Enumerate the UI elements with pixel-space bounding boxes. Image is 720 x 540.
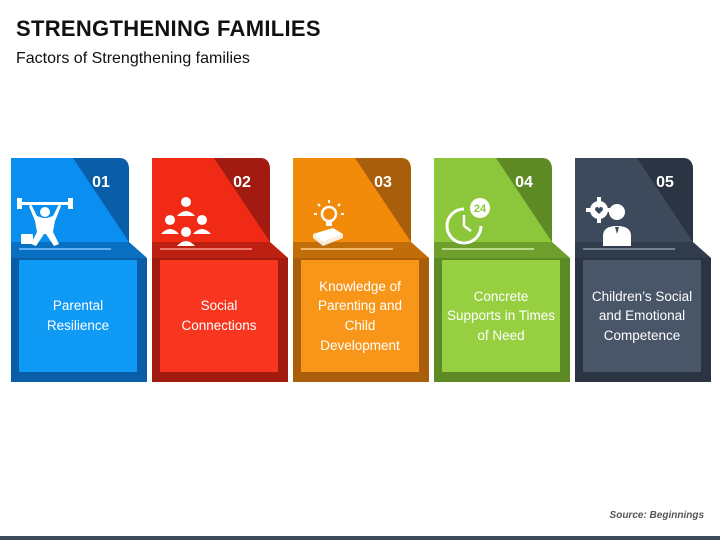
- gear-person-icon: [586, 197, 631, 246]
- bottom-bar: [0, 536, 720, 540]
- card-number: 01: [92, 174, 110, 191]
- card-label-box: Knowledge of Parenting and Child Develop…: [301, 260, 419, 372]
- card-label-box: Children’s Social and Emotional Competen…: [583, 260, 701, 372]
- factor-card-5: 05 Children’s Social and Emotional Compe…: [575, 158, 711, 382]
- card-number: 02: [233, 174, 251, 191]
- source-note: Source: Beginnings: [609, 510, 704, 521]
- weightlifter-icon: [17, 198, 73, 246]
- card-number: 05: [656, 174, 674, 191]
- card-label: Parental Resilience: [46, 298, 110, 333]
- factor-card-1: 01 Parental Resilience: [11, 158, 147, 382]
- factor-card-4: 04 24 Concrete Supports in Times of Need: [434, 158, 570, 382]
- factor-card-2: 02 Social Connections: [152, 158, 288, 382]
- card-number: 03: [374, 174, 392, 191]
- page-title: STRENGTHENING FAMILIES: [16, 16, 321, 41]
- card-label-box: Concrete Supports in Times of Need: [442, 260, 560, 372]
- svg-text:24: 24: [474, 203, 487, 215]
- page-subtitle: Factors of Strengthening families: [16, 50, 250, 67]
- card-label: Knowledge of Parenting and Child Develop…: [317, 278, 403, 353]
- people-network-icon: [161, 197, 211, 246]
- factor-card-3: 03 Knowledge of Parenting and Child Deve…: [293, 158, 429, 382]
- clock-24-icon: 24: [445, 198, 490, 245]
- card-label-box: Social Connections: [160, 260, 278, 372]
- card-label-box: Parental Resilience: [19, 260, 137, 372]
- lightbulb-book-icon: [313, 200, 344, 246]
- card-label: Concrete Supports in Times of Need: [446, 288, 556, 343]
- card-label: Social Connections: [181, 298, 257, 333]
- card-number: 04: [515, 174, 533, 191]
- card-label: Children’s Social and Emotional Competen…: [591, 288, 693, 343]
